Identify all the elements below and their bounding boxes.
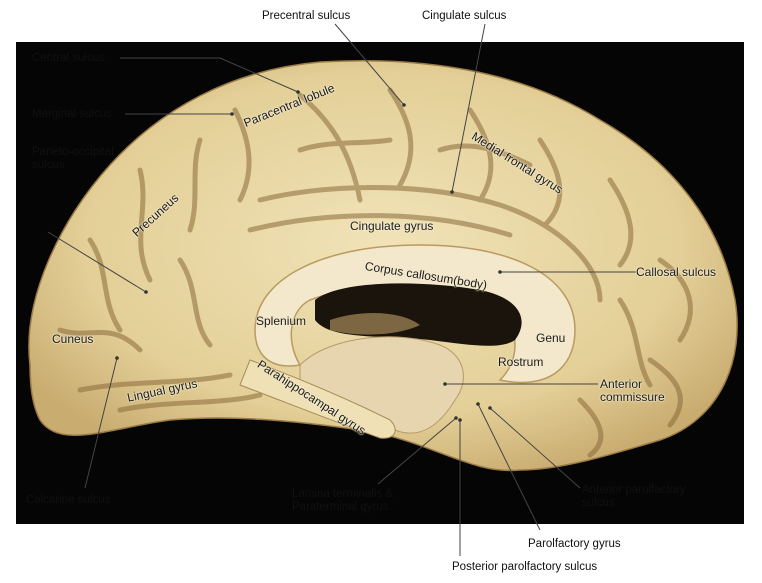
label-rostrum: Rostrum (498, 355, 544, 369)
label-parieto-occipital-sulcus: Parieto-occipital sulcus (32, 146, 114, 171)
label-parolfactory-gyrus: Parolfactory gyrus (528, 538, 621, 550)
label-anterior-commissure: Anterior commissure (600, 377, 665, 404)
label-lamina-terminalis: Lamina terminalis & Paraterminal gyrus (292, 488, 393, 513)
leader-dots (115, 90, 502, 422)
parahippocampal-band (239, 359, 396, 439)
label-splenium: Splenium (256, 314, 307, 328)
sulci-pattern (57, 87, 693, 458)
label-central-sulcus: Central sulcus (32, 52, 105, 64)
label-marginal-sulcus: Marginal sulcus (32, 108, 112, 120)
leader-lines (47, 23, 636, 556)
fornix-shadow (330, 313, 420, 335)
label-genu: Genu (536, 331, 566, 345)
label-callosal-sulcus: Callosal sulcus (636, 265, 717, 279)
label-cingulate-sulcus: Cingulate sulcus (422, 10, 507, 22)
label-cuneus: Cuneus (52, 332, 94, 346)
label-anterior-parolfactory-sulcus: Anterior parolfactory sulcus (582, 484, 686, 509)
label-precentral-sulcus: Precentral sulcus (262, 10, 351, 22)
label-calcarine-sulcus: Calcarine sulcus (26, 494, 111, 506)
corpus-callosum (254, 244, 576, 384)
label-posterior-parolfactory-sulcus: Posterior parolfactory sulcus (452, 561, 598, 573)
label-cingulate-gyrus: Cingulate gyrus (350, 219, 434, 233)
